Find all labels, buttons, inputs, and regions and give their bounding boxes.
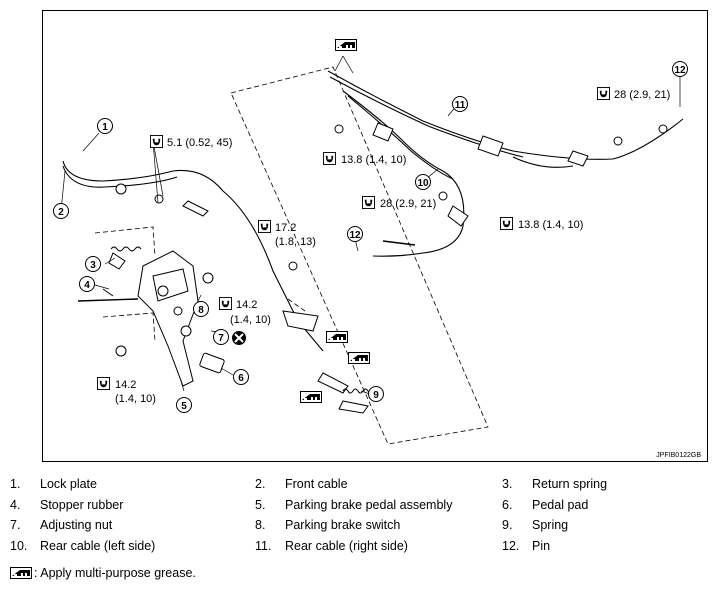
svg-text:7: 7 (218, 333, 224, 344)
svg-text:10: 10 (417, 178, 429, 189)
hardware (115, 122, 668, 414)
torque-label: 13.8 (1.4, 10) (518, 219, 583, 231)
leader-lines (60, 55, 681, 395)
legend-item: 4.Stopper rubber (10, 497, 124, 512)
callout-4: 4 (79, 276, 95, 292)
pedal-assembly (77, 250, 225, 387)
legend-item: 8.Parking brake switch (255, 518, 401, 532)
callouts: 1 2 3 4 5 6 7 8 9 10 11 12 12 (53, 61, 688, 413)
svg-text:11: 11 (455, 100, 466, 111)
svg-text:6: 6 (238, 373, 244, 384)
torque-label: 5.1 (0.52, 45) (167, 137, 232, 149)
svg-text:12: 12 (674, 65, 686, 76)
svg-text:4: 4 (84, 280, 90, 291)
svg-text:5: 5 (181, 401, 187, 412)
grease-icon (335, 39, 357, 51)
return-spring (110, 246, 142, 252)
torque-label: 28 (2.9, 21) (614, 89, 670, 101)
legend-item: 5.Parking brake pedal assembly (255, 497, 453, 512)
legend-item: 1.Lock plate (10, 477, 97, 491)
torque-label: 14.2 (236, 299, 257, 311)
svg-text:2: 2 (58, 207, 64, 218)
callout-2: 2 (53, 203, 69, 219)
grease-note: : Apply multi-purpose grease. (10, 566, 196, 580)
non-reusable-x-icon (232, 331, 246, 345)
callout-3: 3 (85, 256, 101, 272)
callout-12: 12 (347, 226, 363, 242)
legend-item: 3.Return spring (502, 477, 608, 491)
parts-legend: 1.Lock plate 2.Front cable 3.Return spri… (10, 477, 710, 559)
torque-wrench-icon (500, 217, 513, 230)
torque-wrench-icon (258, 220, 271, 233)
torque-label: (1.4, 10) (115, 393, 156, 405)
torque-wrench-icon (362, 196, 375, 209)
torque-label: (1.8, 13) (275, 236, 316, 248)
legend-item: 11.Rear cable (right side) (255, 538, 408, 553)
torque-wrench-icon (97, 377, 110, 390)
callout-11: 11 (452, 96, 468, 112)
torque-wrench-icon (219, 297, 232, 310)
svg-text:12: 12 (349, 230, 361, 241)
legend-item: 2.Front cable (255, 477, 348, 491)
torque-wrench-icon (150, 135, 163, 148)
svg-text:3: 3 (90, 260, 96, 271)
diagram-svg: 5.1 (0.52, 45) 17.2 (1.8, 13) 14.2 (1.4,… (53, 39, 701, 459)
grease-icon (348, 352, 370, 364)
legend-item: 6.Pedal pad (502, 497, 589, 512)
spring-9 (342, 388, 374, 394)
torque-label: 14.2 (115, 379, 136, 391)
callout-5: 5 (176, 397, 192, 413)
torque-label: 28 (2.9, 21) (380, 198, 436, 210)
torque-label: (1.4, 10) (230, 314, 271, 326)
callout-10: 10 (415, 174, 431, 190)
cables (62, 70, 684, 352)
callout-8: 8 (193, 301, 209, 317)
svg-text:9: 9 (373, 390, 379, 401)
grease-icon (10, 567, 32, 579)
grease-icon (326, 331, 348, 343)
torque-label: 13.8 (1.4, 10) (341, 154, 406, 166)
parts-diagram: 5.1 (0.52, 45) 17.2 (1.8, 13) 14.2 (1.4,… (42, 10, 708, 462)
torque-wrench-icon (597, 87, 610, 100)
dashed-outlines (94, 66, 489, 445)
callout-6: 6 (233, 369, 249, 385)
legend-row: 10.Rear cable (left side) 11.Rear cable … (10, 539, 710, 560)
grease-icon (300, 391, 322, 403)
legend-row: 7.Adjusting nut 8.Parking brake switch 9… (10, 518, 710, 539)
callout-1: 1 (97, 118, 113, 134)
figure-code: JPFIB0122GB (656, 452, 701, 459)
legend-item: 9.Spring (502, 518, 569, 532)
svg-text:1: 1 (102, 122, 108, 133)
grease-note-text: : Apply multi-purpose grease. (34, 566, 196, 580)
legend-item: 7.Adjusting nut (10, 518, 113, 532)
callout-7: 7 (213, 329, 229, 345)
torque-wrench-icon (323, 152, 336, 165)
legend-row: 4.Stopper rubber 5.Parking brake pedal a… (10, 498, 710, 519)
legend-row: 1.Lock plate 2.Front cable 3.Return spri… (10, 477, 710, 498)
callout-9: 9 (368, 386, 384, 402)
torque-label: 17.2 (275, 222, 296, 234)
torque-specs: 5.1 (0.52, 45) 17.2 (1.8, 13) 14.2 (1.4,… (97, 87, 670, 405)
legend-item: 10.Rear cable (left side) (10, 538, 156, 553)
legend-item: 12.Pin (502, 538, 551, 553)
svg-text:8: 8 (198, 305, 204, 316)
callout-12: 12 (672, 61, 688, 77)
